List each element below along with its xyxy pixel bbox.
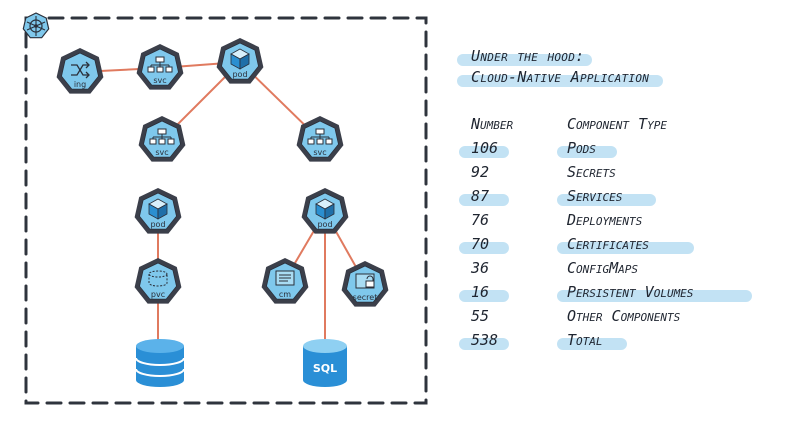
row-component-type: Secrets [567, 160, 787, 184]
row-component-type: Total [557, 328, 787, 352]
row-number: 87 [459, 184, 567, 208]
node-label-ing: ing [74, 80, 86, 89]
row-number-text: 36 [471, 259, 490, 277]
row-component-type: Certificates [557, 232, 787, 256]
cube-icon [230, 48, 250, 70]
kubernetes-helm-icon [22, 12, 50, 39]
row-number: 36 [467, 256, 567, 280]
service-node-left: svc [138, 115, 186, 163]
title-line-2: Cloud-Native Application [457, 67, 664, 88]
architecture-diagram: ing svc pod svc [22, 12, 428, 405]
lock-icon [355, 273, 375, 289]
row-type-text: Pods [567, 139, 596, 157]
table-row: 70 Certificates [459, 232, 787, 256]
row-component-type: ConfigMaps [567, 256, 787, 280]
pod-node-left: pod [134, 187, 182, 235]
row-component-type: Other Components [567, 304, 787, 328]
table-row: 55 Other Components [467, 304, 787, 328]
network-tree-icon [149, 128, 175, 145]
row-number-text: 538 [471, 331, 499, 349]
node-label-pod-left: pod [150, 220, 165, 229]
row-component-type: Services [557, 184, 787, 208]
row-type-text: ConfigMaps [567, 259, 639, 277]
secret-node: secret [341, 260, 389, 308]
row-number: 106 [459, 136, 567, 160]
shuffle-icon [71, 61, 90, 79]
row-number: 92 [467, 160, 567, 184]
table-header-row: Number Component Type [467, 112, 787, 136]
row-number: 70 [459, 232, 567, 256]
component-table: Number Component Type 106 Pods 92 Secrets 87… [459, 112, 787, 352]
info-panel: Under the hood: Cloud-Native Application… [455, 46, 790, 352]
row-type-text: Services [567, 187, 623, 205]
row-type-text: Other Components [567, 307, 681, 325]
node-label-svc-right: svc [313, 148, 326, 157]
table-row: 538 Total [459, 328, 787, 352]
row-number: 76 [467, 208, 567, 232]
header-component-type: Component Type [567, 115, 667, 133]
pvc-node: pvc [134, 257, 182, 305]
document-lines-icon [275, 270, 295, 286]
sql-database-icon: SQL [303, 339, 347, 387]
title-block: Under the hood: Cloud-Native Application [455, 46, 790, 88]
row-number: 538 [459, 328, 567, 352]
row-number: 55 [467, 304, 567, 328]
table-row: 87 Services [459, 184, 787, 208]
row-type-text: Secrets [567, 163, 616, 181]
title-text-1: Under the hood: [471, 47, 585, 65]
table-row: 92 Secrets [467, 160, 787, 184]
database-icon [135, 339, 185, 387]
row-number-text: 87 [471, 187, 490, 205]
row-number-text: 76 [471, 211, 490, 229]
service-node-top: svc [136, 43, 184, 91]
node-label-cm: cm [279, 290, 291, 299]
row-component-type: Pods [557, 136, 787, 160]
row-type-text: Deployments [567, 211, 643, 229]
title-line-1: Under the hood: [457, 46, 593, 67]
header-number: Number [471, 115, 514, 133]
node-label-svc-top: svc [153, 76, 166, 85]
row-number-text: 55 [471, 307, 490, 325]
row-type-text: Total [567, 331, 603, 349]
row-component-type: Persistent Volumes [557, 280, 787, 304]
cube-icon [148, 198, 168, 220]
network-tree-icon [307, 128, 333, 145]
row-number: 16 [459, 280, 567, 304]
pod-node-top: pod [216, 37, 264, 85]
row-number-text: 70 [471, 235, 490, 253]
row-number-text: 16 [471, 283, 490, 301]
title-text-2: Cloud-Native Application [471, 68, 650, 86]
table-row: 16 Persistent Volumes [459, 280, 787, 304]
pod-node-right: pod [301, 187, 349, 235]
node-label-pod-right: pod [317, 220, 332, 229]
ingress-node: ing [56, 47, 104, 95]
row-number-text: 106 [471, 139, 499, 157]
row-type-text: Certificates [567, 235, 649, 253]
row-number-text: 92 [471, 163, 490, 181]
dashed-disk-icon [148, 270, 168, 287]
row-type-text: Persistent Volumes [567, 283, 694, 301]
table-row: 36 ConfigMaps [467, 256, 787, 280]
network-tree-icon [147, 56, 173, 73]
cube-icon [315, 198, 335, 220]
node-label-pod-top: pod [232, 70, 247, 79]
configmap-node: cm [261, 257, 309, 305]
node-label-secret: secret [353, 293, 378, 302]
node-label-svc-left: svc [155, 148, 168, 157]
sql-label: SQL [313, 362, 337, 375]
row-component-type: Deployments [567, 208, 787, 232]
table-row: 106 Pods [459, 136, 787, 160]
node-label-pvc: pvc [151, 290, 165, 299]
service-node-right: svc [296, 115, 344, 163]
table-row: 76 Deployments [467, 208, 787, 232]
